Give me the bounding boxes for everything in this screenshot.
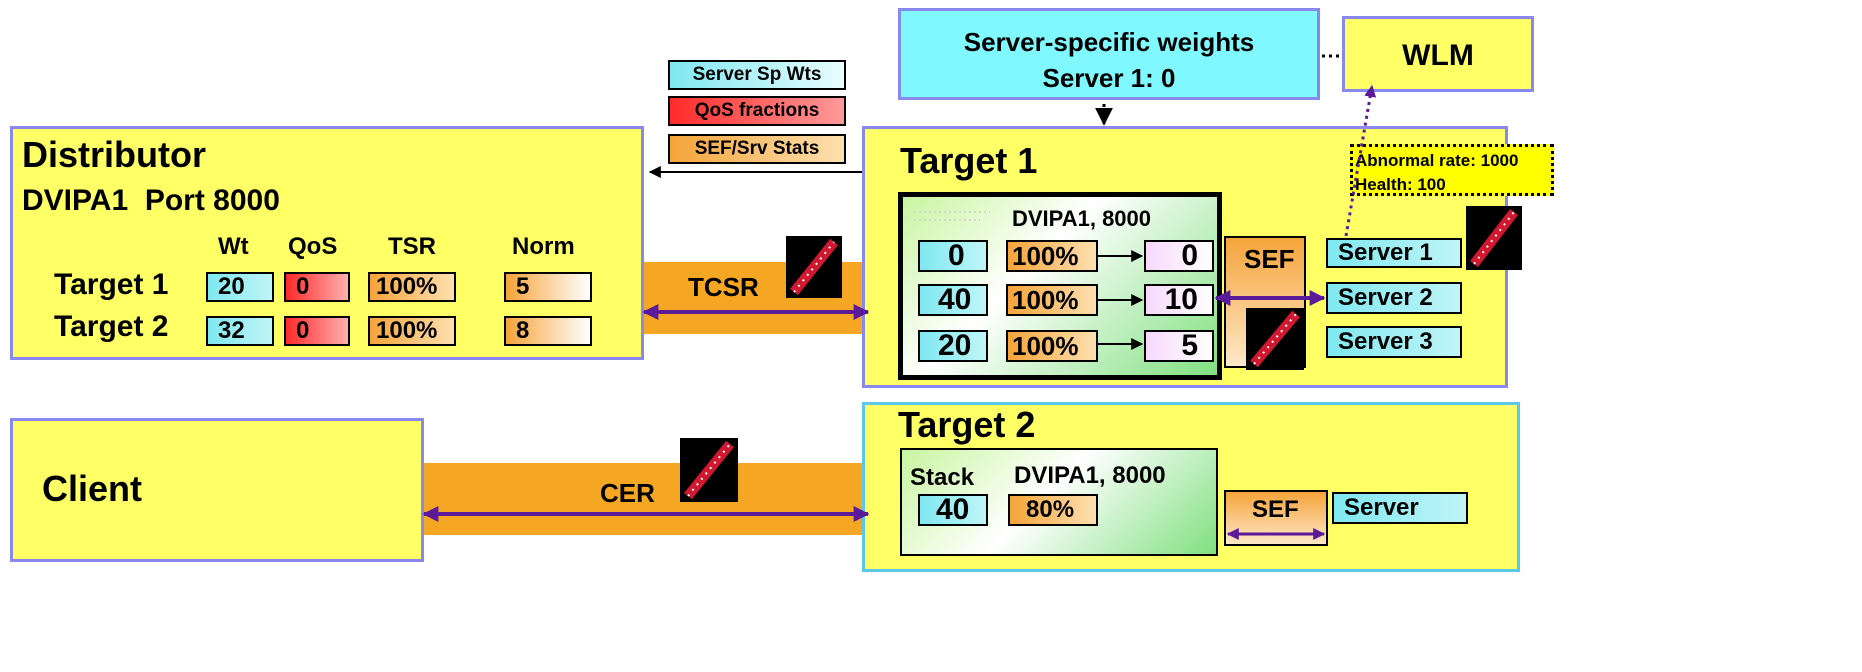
dist-row1-tsr: 100% <box>368 272 456 302</box>
header-wt: Wt <box>218 233 249 260</box>
client-label: Client <box>42 468 143 509</box>
t1-row2-weight: 40 <box>918 283 988 316</box>
header-tsr: TSR <box>388 233 436 260</box>
header-qos: QoS <box>288 233 338 260</box>
t1-row1-pct: 100% <box>1006 240 1098 272</box>
abnormal-rate-line1: Abnormal rate: 1000 <box>1355 151 1519 170</box>
target2-title: Target 2 <box>898 404 1036 445</box>
t1-row3-norm: 5 <box>1144 329 1214 362</box>
server-weights-box: Server-specific weights Server 1: 0 <box>898 8 1320 100</box>
target2-sef-label: SEF <box>1252 496 1299 523</box>
distributor-title: Distributor <box>22 134 206 175</box>
target1-stack-label: DVIPA1, 8000 <box>1012 206 1152 231</box>
cer-band <box>420 463 870 535</box>
t1-row2-pct: 100% <box>1006 284 1098 316</box>
dist-row2-target: Target 2 <box>54 310 169 343</box>
target1-server1: Server 1 <box>1326 238 1462 268</box>
t1-row1-weight: 0 <box>918 239 988 272</box>
dist-row2-wt: 32 <box>206 316 274 346</box>
t1-row3-weight: 20 <box>918 329 988 362</box>
dist-row1-target: Target 1 <box>54 268 169 301</box>
legend-sef-srv-stats-label: SEF/Srv Stats <box>694 138 820 159</box>
server1-wlm-arrow <box>1344 84 1377 237</box>
target2-pct: 80% <box>1008 494 1098 526</box>
distributor-subtitle: DVIPA1 Port 8000 <box>22 184 280 217</box>
target1-server2: Server 2 <box>1326 282 1462 314</box>
t1-row3-pct: 100% <box>1006 330 1098 362</box>
tcsr-label: TCSR <box>688 272 759 302</box>
server-weights-line2: Server 1: 0 <box>1042 63 1176 93</box>
server-weights-line1: Server-specific weights <box>963 27 1255 57</box>
dist-row1-qos: 0 <box>284 272 350 302</box>
abnormal-rate-box: Abnormal rate: 1000 Health: 100 <box>1350 144 1554 196</box>
target1-title: Target 1 <box>900 140 1038 181</box>
dist-row1-norm: 5 <box>504 272 592 302</box>
target1-server3: Server 3 <box>1326 326 1462 358</box>
thermometer-icon <box>786 236 842 298</box>
wlm-box: WLM <box>1342 16 1534 92</box>
target1-sef-label: SEF <box>1244 244 1295 274</box>
legend-qos-fractions: QoS fractions <box>668 96 846 126</box>
legend-server-sp-wts: Server Sp Wts <box>668 60 846 90</box>
header-norm: Norm <box>512 233 575 260</box>
legend-qos-fractions-label: QoS fractions <box>694 100 820 121</box>
dist-row2-norm: 8 <box>504 316 592 346</box>
legend-sef-srv-stats: SEF/Srv Stats <box>668 134 846 164</box>
target2-dvipa-label: DVIPA1, 8000 <box>1014 462 1166 489</box>
target2-weight: 40 <box>918 493 988 526</box>
wlm-label: WLM <box>1402 39 1474 72</box>
legend-server-sp-wts-label: Server Sp Wts <box>692 64 822 85</box>
client-panel <box>10 418 424 562</box>
dist-row2-qos: 0 <box>284 316 350 346</box>
thermometer-icon <box>680 438 738 502</box>
thermometer-icon <box>1246 308 1304 370</box>
thermometer-icon <box>1466 206 1522 270</box>
dist-row1-wt: 20 <box>206 272 274 302</box>
target2-server: Server <box>1332 492 1468 524</box>
cer-label: CER <box>600 478 655 508</box>
dist-row2-tsr: 100% <box>368 316 456 346</box>
t1-row2-norm: 10 <box>1144 283 1214 316</box>
abnormal-rate-line2: Health: 100 <box>1355 175 1446 194</box>
t1-row1-norm: 0 <box>1144 239 1214 272</box>
target2-stack-label: Stack <box>910 464 975 491</box>
